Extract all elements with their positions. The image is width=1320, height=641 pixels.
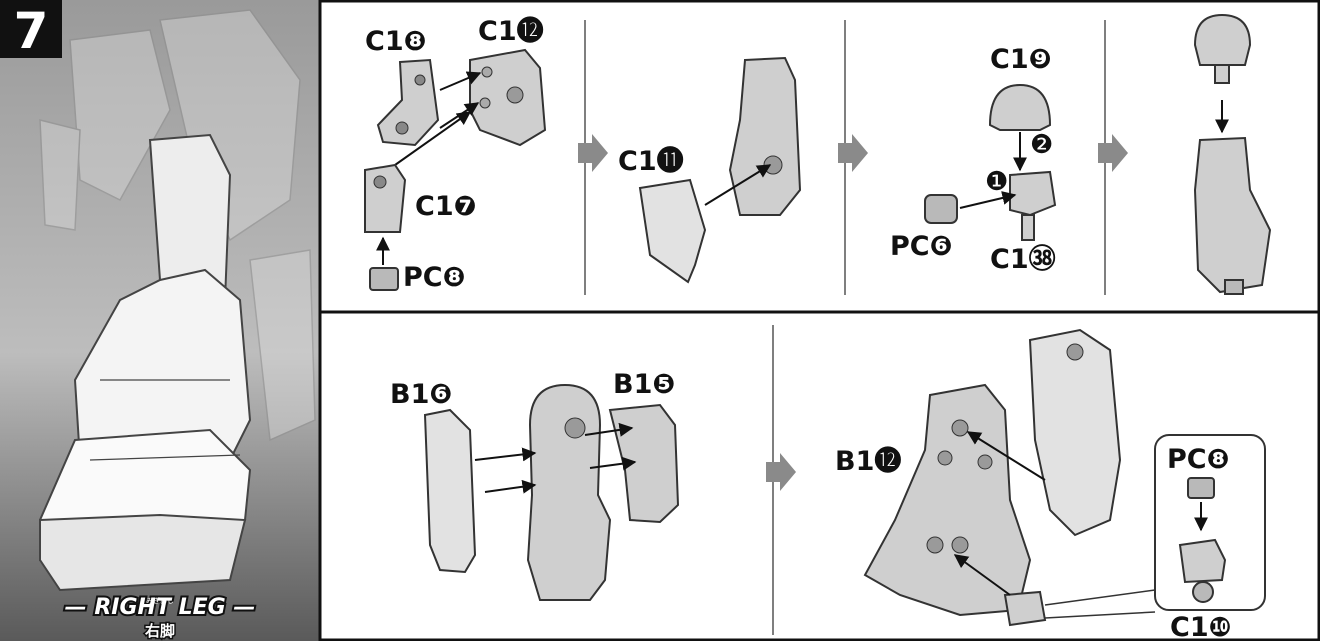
part-joint — [1009, 170, 1057, 217]
label-c1-12: C1⓬ — [478, 16, 544, 47]
label-b1-12: B1⓬ — [835, 446, 901, 477]
label-b1-5: B1❺ — [613, 369, 675, 400]
part-ball-joint — [1003, 590, 1047, 627]
part-b1-12 — [863, 383, 1032, 617]
left-preview-panel: 7 — RIGHT LEG — みぎあし 右脚 — [0, 0, 320, 641]
top-panel-4 — [1193, 13, 1272, 295]
section-title-jp: 右脚 — [145, 622, 175, 640]
part-joint-stem — [1021, 214, 1035, 241]
part-leg-foot-peg — [1224, 279, 1244, 295]
part-leg-frame-2 — [728, 56, 802, 216]
right-leg-illustration — [39, 133, 252, 592]
part-b1-6 — [423, 408, 477, 574]
part-c1-11 — [638, 178, 707, 284]
label-b1-6: B1❻ — [390, 379, 452, 410]
part-c1-8 — [376, 58, 440, 147]
marker-2: ❷ — [1030, 130, 1053, 160]
part-leg-assembled — [1193, 136, 1272, 294]
part-pc-6 — [924, 194, 958, 224]
step-number: 7 — [14, 2, 49, 60]
part-upper-leg — [1028, 328, 1122, 537]
section-title-ruby: みぎあし — [146, 596, 174, 605]
top-panel-3: C1❾ PC❻ C1㊳ ❶ ❷ — [890, 44, 1057, 275]
label-c1-10: C1❿ — [1170, 612, 1231, 641]
part-c1-7 — [364, 163, 407, 233]
label-c1-9: C1❾ — [990, 44, 1051, 75]
part-head-stem — [1214, 64, 1230, 84]
label-pc-8-inset: PC❽ — [1167, 444, 1229, 475]
step-number-badge — [0, 0, 62, 58]
flow-arrow-3 — [1098, 134, 1128, 172]
part-c1-9 — [988, 83, 1052, 131]
label-c1-8: C1❽ — [365, 26, 426, 57]
part-pc-8-inset — [1187, 477, 1215, 499]
part-c1-10 — [1178, 538, 1227, 584]
label-c1-38: C1㊳ — [990, 243, 1056, 275]
flow-arrow-4 — [766, 453, 796, 491]
top-panel-2: C1⓫ — [618, 56, 802, 284]
label-pc-8: PC❽ — [403, 262, 465, 293]
part-head-dome — [1193, 13, 1252, 66]
label-pc-6: PC❻ — [890, 231, 952, 262]
label-c1-7: C1❼ — [415, 191, 476, 222]
label-c1-11: C1⓫ — [618, 146, 684, 177]
marker-1: ❶ — [985, 167, 1008, 197]
section-title: — RIGHT LEG — — [65, 595, 256, 620]
top-panel-1: C1❽ C1⓬ C1❼ PC❽ — [364, 16, 547, 293]
bottom-panel-2: B1⓬ PC❽ C1❿ — [835, 328, 1266, 641]
flow-arrow-2 — [838, 134, 868, 172]
flow-arrow-1 — [578, 134, 608, 172]
bottom-panel-1: B1❻ B1❺ — [390, 369, 680, 601]
part-pc-8 — [369, 267, 399, 291]
part-leg-core — [526, 383, 612, 601]
